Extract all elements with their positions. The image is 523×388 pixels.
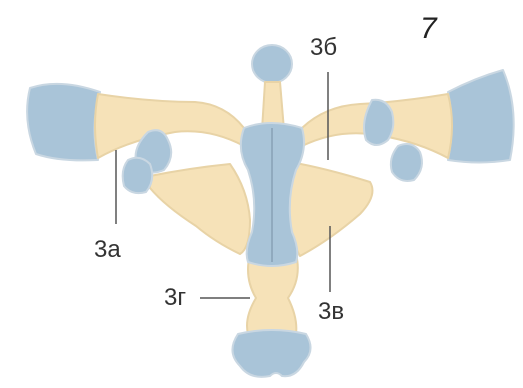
corner-mark: 7 bbox=[420, 14, 437, 44]
top-knob bbox=[252, 45, 292, 83]
right-junction-cartilage bbox=[364, 100, 393, 145]
right-end-cap bbox=[448, 70, 514, 163]
left-lower-plate bbox=[150, 164, 250, 254]
label-3v: 3в bbox=[318, 300, 344, 324]
right-junction-cartilage-lower bbox=[391, 144, 422, 181]
bottom-end-cap bbox=[232, 330, 310, 377]
right-lower-plate bbox=[285, 162, 372, 256]
left-end-cap bbox=[27, 84, 100, 161]
label-3b: 3б bbox=[310, 36, 337, 60]
label-3g: 3г bbox=[164, 286, 186, 310]
label-3a: 3а bbox=[94, 238, 121, 262]
left-junction-cartilage-lower bbox=[123, 158, 153, 193]
